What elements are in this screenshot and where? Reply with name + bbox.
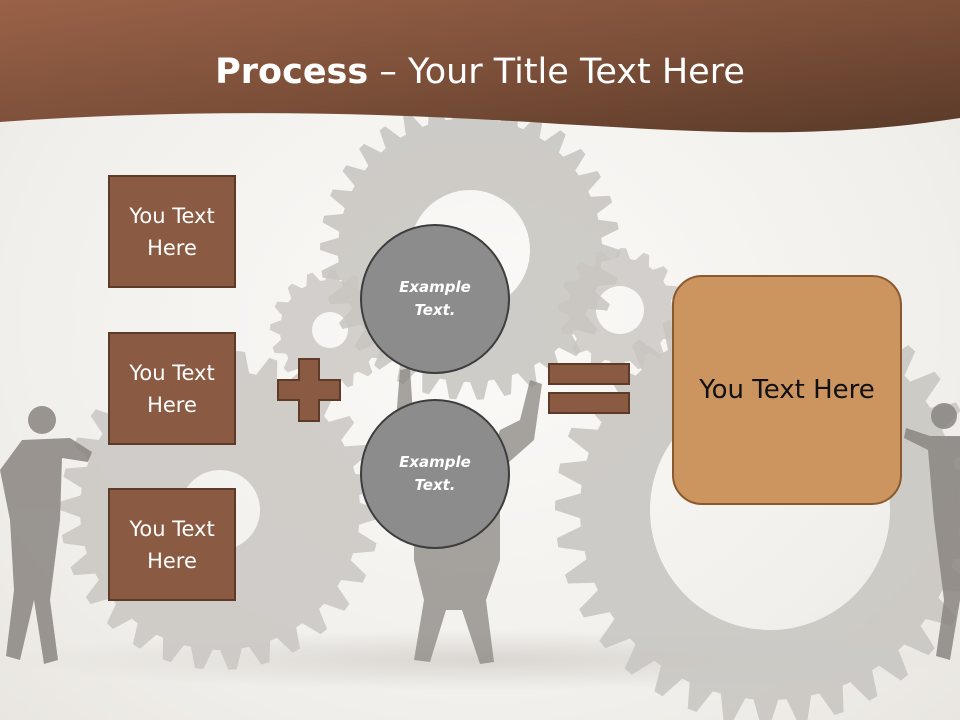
equals-icon <box>548 363 630 414</box>
text-box-2-label: You Text Here <box>129 360 215 417</box>
example-circle-1[interactable]: Example Text. <box>360 224 510 374</box>
text-box-3[interactable]: You Text Here <box>108 488 236 601</box>
title-bold: Process <box>215 52 369 92</box>
header-band <box>0 0 960 133</box>
text-box-3-label: You Text Here <box>129 516 215 573</box>
figure-right <box>904 403 960 660</box>
text-box-1-label: You Text Here <box>129 203 215 260</box>
figure-left <box>0 406 92 664</box>
example-circle-1-label: Example Text. <box>399 278 471 319</box>
text-box-1[interactable]: You Text Here <box>108 175 236 288</box>
result-box[interactable]: You Text Here <box>672 275 902 505</box>
slide-title: Process – Your Title Text Here <box>0 52 960 92</box>
result-box-label: You Text Here <box>699 375 875 405</box>
plus-icon <box>277 358 341 422</box>
gear-icon <box>558 248 682 372</box>
example-circle-2-label: Example Text. <box>399 453 471 494</box>
text-box-2[interactable]: You Text Here <box>108 332 236 445</box>
figure-center <box>396 368 542 664</box>
title-rest: – Your Title Text Here <box>368 52 745 92</box>
example-circle-2[interactable]: Example Text. <box>360 399 510 549</box>
